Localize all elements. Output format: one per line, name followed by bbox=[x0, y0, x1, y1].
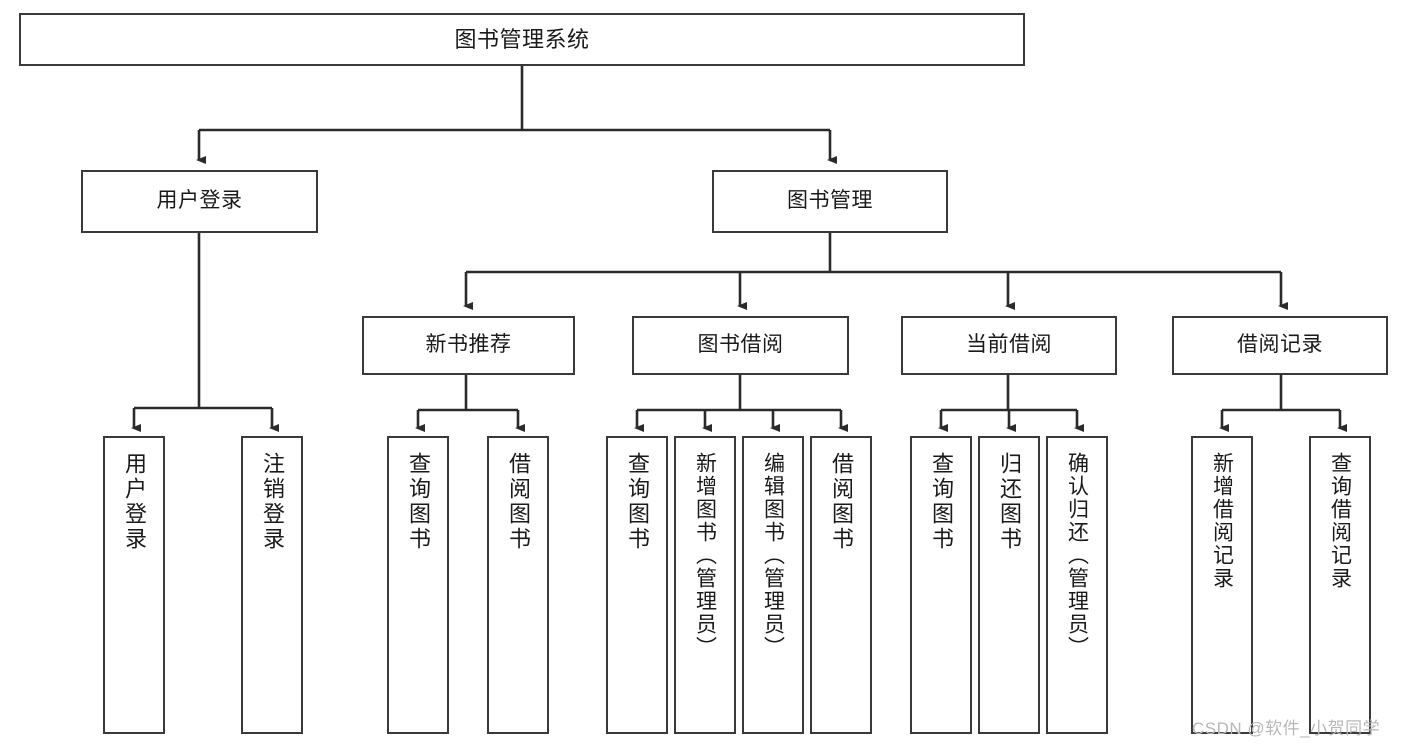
node-root-label: 图书管理系统 bbox=[454, 26, 590, 52]
node-book-borrow-label: 图书借阅 bbox=[697, 333, 784, 357]
leaf-user-login[interactable]: 用户登录 bbox=[103, 436, 165, 734]
node-new-book-rec[interactable]: 新书推荐 bbox=[362, 316, 575, 375]
leaf-borrow-book-2[interactable]: 借阅图书 bbox=[810, 436, 872, 734]
leaf-add-record-label: 新增借阅记录 bbox=[1210, 452, 1234, 590]
leaf-borrow-book-1-label: 借阅图书 bbox=[506, 452, 531, 552]
leaf-confirm-return-label: 确认归还（管理员） bbox=[1065, 452, 1089, 659]
node-user-login-label: 用户登录 bbox=[156, 189, 243, 213]
node-user-login[interactable]: 用户登录 bbox=[81, 170, 318, 233]
node-borrow-record-label: 借阅记录 bbox=[1237, 333, 1323, 357]
node-book-borrow[interactable]: 图书借阅 bbox=[632, 316, 849, 375]
leaf-edit-book-label: 编辑图书（管理员） bbox=[761, 452, 785, 659]
leaf-return-book[interactable]: 归还图书 bbox=[978, 436, 1040, 734]
leaf-logout-login-label: 注销登录 bbox=[260, 452, 285, 552]
leaf-borrow-book-2-label: 借阅图书 bbox=[829, 452, 854, 552]
node-new-book-rec-label: 新书推荐 bbox=[425, 333, 512, 357]
leaf-query-record-label: 查询借阅记录 bbox=[1328, 452, 1352, 590]
leaf-user-login-label: 用户登录 bbox=[122, 452, 147, 552]
node-current-borrow-label: 当前借阅 bbox=[966, 333, 1052, 357]
leaf-query-book-3-label: 查询图书 bbox=[929, 452, 954, 552]
node-book-manage[interactable]: 图书管理 bbox=[712, 170, 948, 233]
leaf-query-book-1[interactable]: 查询图书 bbox=[387, 436, 449, 734]
leaf-add-record[interactable]: 新增借阅记录 bbox=[1191, 436, 1253, 734]
leaf-query-book-3[interactable]: 查询图书 bbox=[910, 436, 972, 734]
node-book-manage-label: 图书管理 bbox=[787, 189, 873, 213]
leaf-add-book[interactable]: 新增图书（管理员） bbox=[674, 436, 736, 734]
leaf-edit-book[interactable]: 编辑图书（管理员） bbox=[742, 436, 804, 734]
leaf-query-book-2-label: 查询图书 bbox=[625, 452, 650, 552]
node-current-borrow[interactable]: 当前借阅 bbox=[901, 316, 1117, 375]
csdn-watermark: CSDN @软件_小贺同学 bbox=[1192, 719, 1381, 738]
leaf-logout-login[interactable]: 注销登录 bbox=[241, 436, 303, 734]
leaf-borrow-book-1[interactable]: 借阅图书 bbox=[487, 436, 549, 734]
leaf-add-book-label: 新增图书（管理员） bbox=[693, 452, 717, 659]
leaf-return-book-label: 归还图书 bbox=[997, 452, 1022, 552]
leaf-confirm-return[interactable]: 确认归还（管理员） bbox=[1046, 436, 1108, 734]
node-root[interactable]: 图书管理系统 bbox=[19, 13, 1025, 66]
node-borrow-record[interactable]: 借阅记录 bbox=[1172, 316, 1388, 375]
leaf-query-book-1-label: 查询图书 bbox=[406, 452, 431, 552]
leaf-query-record[interactable]: 查询借阅记录 bbox=[1309, 436, 1371, 734]
leaf-query-book-2[interactable]: 查询图书 bbox=[606, 436, 668, 734]
